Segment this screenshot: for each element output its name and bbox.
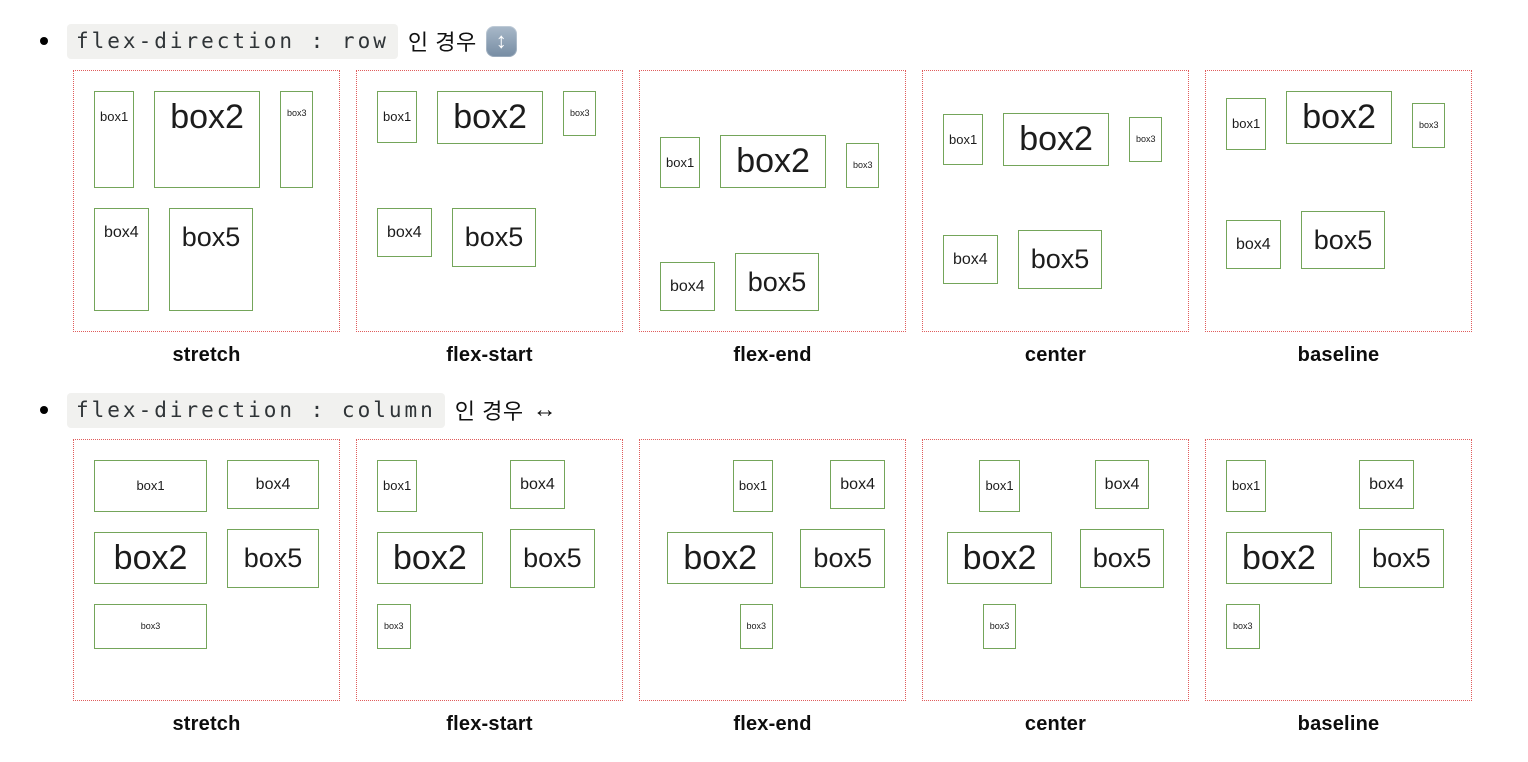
demo-row-flex-end: box1 box2 box3 box4 box5 flex-end — [639, 70, 906, 367]
panel-caption: stretch — [172, 344, 241, 366]
bullet-item: flex-direction : column 인 경우 ↔ — [40, 391, 1513, 429]
flex-demo-container: box1 box2 box3 box4 box5 — [922, 70, 1189, 332]
demo-box-box4: box4 — [660, 261, 715, 311]
demo-row-stretch: box1 box2 box3 box4 box5 stretch — [73, 70, 340, 367]
flex-demo-container: box1 box2 box3 box4 box5 — [356, 70, 623, 332]
demo-box-box5: box5 — [1359, 529, 1444, 588]
panel-caption: baseline — [1297, 344, 1380, 366]
panel-caption: stretch — [172, 713, 241, 735]
demo-box-box1: box1 — [1226, 98, 1267, 150]
panel-caption: flex-end — [733, 344, 812, 366]
demo-box-box1: box1 — [377, 460, 418, 512]
demo-box-box5: box5 — [800, 529, 885, 588]
demo-box-box2: box2 — [377, 531, 483, 585]
demo-box-box1: box1 — [660, 136, 701, 189]
demo-box-box5: box5 — [1300, 211, 1386, 270]
demo-box-box3: box3 — [1226, 604, 1260, 650]
demo-column-flex-start: box1 box2 box3 box4 box5 flex-start — [356, 439, 623, 736]
flex-demo-container: box1 box2 box3 box4 box5 — [922, 439, 1189, 701]
demo-box-box5: box5 — [168, 208, 254, 311]
demo-box-box2: box2 — [667, 531, 774, 585]
demo-box-box3: box3 — [1411, 103, 1446, 148]
demo-box-box5: box5 — [1017, 230, 1103, 289]
demo-box-box2: box2 — [1003, 113, 1109, 166]
bullet-marker-icon — [40, 37, 48, 45]
demo-column-baseline: box1 box2 box3 box4 box5 baseline — [1205, 439, 1472, 736]
demo-box-box2: box2 — [154, 91, 260, 189]
demo-box-box4: box4 — [94, 208, 149, 311]
demo-box-box2: box2 — [1286, 91, 1392, 144]
demo-box-box3: box3 — [377, 604, 411, 650]
panel-caption: flex-start — [446, 713, 533, 735]
demo-box-box3: box3 — [845, 143, 880, 189]
demo-box-box5: box5 — [734, 252, 820, 311]
demo-box-box1: box1 — [943, 113, 984, 166]
flex-demo-container: box1 box2 box3 box4 box5 — [73, 439, 340, 701]
section-flex-column: flex-direction : column 인 경우 ↔ box1 box2 box3… — [40, 391, 1513, 736]
bullet-item: flex-direction : row 인 경우 ↕ — [40, 22, 1513, 60]
demo-box-box2: box2 — [1226, 531, 1332, 585]
demo-box-box5: box5 — [451, 208, 537, 267]
flex-demo-container: box1 box2 box3 box4 box5 — [639, 70, 906, 332]
demo-column-center: box1 box2 box3 box4 box5 center — [922, 439, 1189, 736]
demo-box-box4: box4 — [227, 460, 319, 510]
panel-caption: flex-start — [446, 344, 533, 366]
demo-box-box2: box2 — [437, 91, 543, 144]
demo-box-box3: box3 — [982, 604, 1017, 650]
demo-box-box4: box4 — [943, 235, 998, 285]
demo-box-box2: box2 — [94, 531, 208, 585]
demo-box-box1: box1 — [979, 460, 1020, 512]
demo-box-box1: box1 — [94, 460, 208, 512]
flex-demo-container: box1 box2 box3 box4 box5 — [1205, 439, 1472, 701]
demo-box-box3: box3 — [94, 604, 208, 650]
demo-box-box1: box1 — [377, 91, 418, 143]
demo-box-box1: box1 — [732, 460, 774, 512]
demo-column-stretch: box1 box2 box3 box4 box5 stretch — [73, 439, 340, 736]
demo-row-center: box1 box2 box3 box4 box5 center — [922, 70, 1189, 367]
panel-caption: center — [1024, 713, 1087, 735]
demo-box-box1: box1 — [94, 91, 135, 189]
demo-box-box3: box3 — [562, 91, 597, 136]
demo-box-box4: box4 — [830, 460, 885, 510]
bullet-text: 인 경우 — [454, 399, 524, 424]
panel-caption: center — [1024, 344, 1087, 366]
demo-box-box4: box4 — [377, 208, 432, 258]
up-down-arrow-button-emoji-icon: ↕ — [485, 25, 517, 57]
left-right-arrow-icon: ↔ — [532, 396, 557, 423]
demo-box-box5: box5 — [1079, 529, 1165, 588]
demo-box-box2: box2 — [946, 531, 1053, 585]
demo-box-box4: box4 — [1359, 460, 1414, 510]
demo-box-box2: box2 — [720, 135, 826, 189]
flex-demo-container: box1 box2 box3 box4 box5 — [639, 439, 906, 701]
inline-code-chip: flex-direction : row — [67, 23, 398, 59]
demo-box-box1: box1 — [1226, 460, 1267, 512]
demo-box-box5: box5 — [510, 529, 595, 588]
demo-box-box5: box5 — [227, 529, 319, 588]
panel-caption: baseline — [1297, 713, 1380, 735]
demo-box-box4: box4 — [1094, 460, 1150, 510]
demo-box-box3: box3 — [279, 91, 314, 189]
inline-code-chip: flex-direction : column — [67, 392, 445, 428]
flex-demo-container: box1 box2 box3 box4 box5 — [73, 70, 340, 332]
demo-box-box4: box4 — [510, 460, 565, 510]
bullet-marker-icon — [40, 406, 48, 414]
demo-box-box4: box4 — [1226, 220, 1281, 270]
demo-box-box3: box3 — [739, 604, 774, 650]
demo-row-flex-start: box1 box2 box3 box4 box5 flex-start — [356, 70, 623, 367]
demo-row-baseline: box1 box2 box3 box4 box5 baseline — [1205, 70, 1472, 367]
demo-column-flex-end: box1 box2 box3 box4 box5 flex-end — [639, 439, 906, 736]
panel-caption: flex-end — [733, 713, 812, 735]
flex-demo-container: box1 box2 box3 box4 box5 — [1205, 70, 1472, 332]
flex-demo-container: box1 box2 box3 box4 box5 — [356, 439, 623, 701]
demo-box-box3: box3 — [1128, 117, 1163, 162]
bullet-text: 인 경우 — [407, 30, 477, 55]
